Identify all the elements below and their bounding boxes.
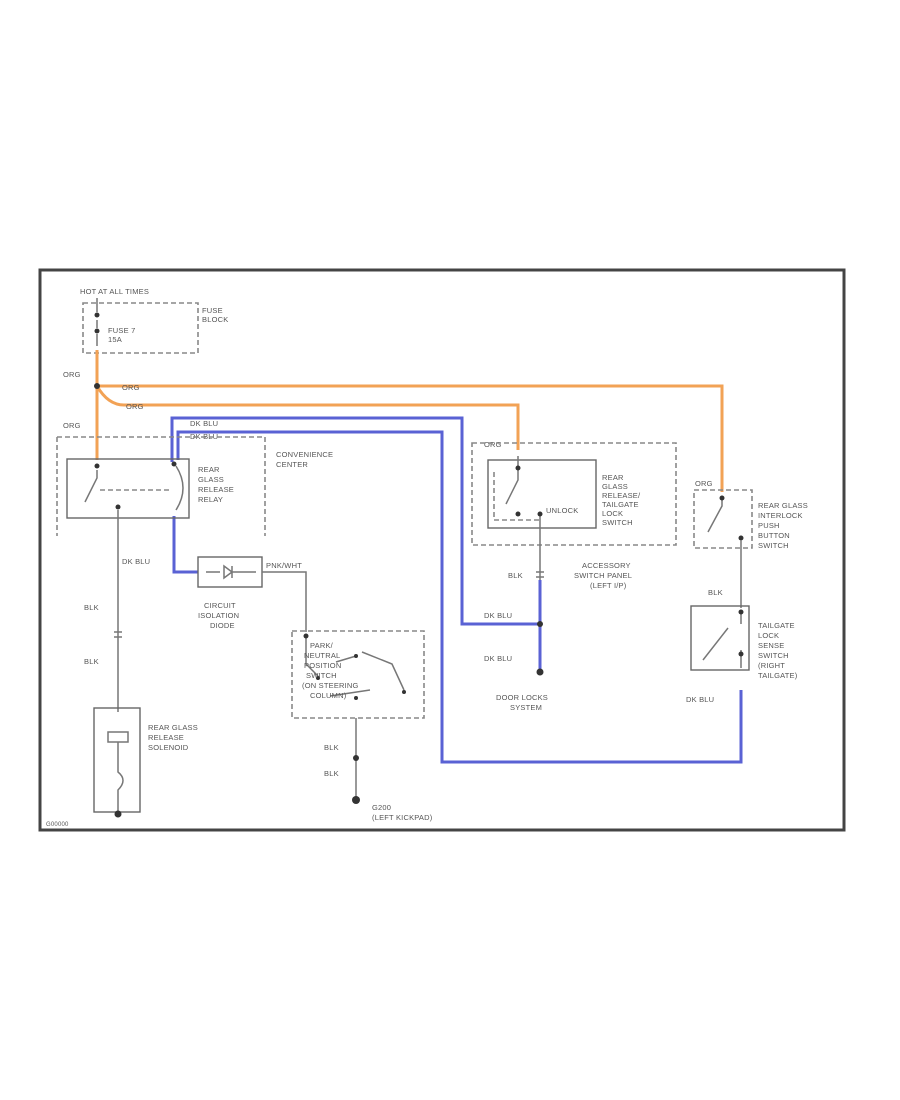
org-label-1: ORG — [63, 370, 81, 379]
fuse-label: FUSE 7 15A — [108, 326, 138, 344]
blue-wire-to-diode — [172, 516, 198, 574]
solenoid-ground-terminal — [114, 810, 122, 818]
solenoid-box — [93, 707, 141, 813]
ground-label: G200 (LEFT KICKPAD) — [372, 803, 433, 822]
blue-wire-to-door-locks — [170, 416, 540, 626]
blk-label-2: BLK — [84, 657, 99, 666]
org-label-4: ORG — [63, 421, 81, 430]
interlock-switch-box — [693, 489, 753, 549]
accessory-panel-label: ACCESSORY SWITCH PANEL (LEFT I/P) — [574, 561, 634, 590]
lock-switch-contacts — [505, 456, 541, 580]
interlock-terminal-1 — [719, 495, 725, 501]
lock-switch-terminal-3 — [537, 511, 543, 517]
convenience-center-boundary — [56, 436, 266, 536]
blue-wire-to-tailgate — [176, 430, 743, 764]
blk-label-3: BLK — [324, 743, 339, 752]
blk-label-4: BLK — [324, 769, 339, 778]
lock-switch-terminal-2 — [515, 511, 521, 517]
orange-wire-to-lock-switch — [95, 385, 520, 450]
fuse-block-label: FUSE BLOCK — [202, 306, 228, 324]
diode-symbol — [206, 564, 256, 580]
solenoid-plunger — [117, 742, 124, 812]
tailgate-switch-contacts — [702, 612, 742, 668]
park-switch-terminal-5 — [354, 696, 358, 700]
relay-box — [66, 458, 190, 519]
diagram-frame — [38, 268, 846, 832]
tailgate-switch-box — [690, 605, 750, 671]
relay-switch-blade — [84, 470, 98, 503]
park-switch-terminal-2 — [316, 676, 320, 680]
relay-terminal-2 — [171, 461, 177, 467]
park-switch-contacts — [305, 636, 405, 697]
accessory-panel-box — [471, 442, 677, 546]
hot-at-all-times-label: HOT AT ALL TIMES — [80, 287, 149, 296]
diode-label: CIRCUIT ISOLATION DIODE — [198, 601, 242, 630]
interlock-terminal-2 — [738, 535, 744, 541]
org-label-3: ORG — [126, 402, 144, 411]
interlock-switch-contacts — [707, 496, 723, 533]
figure-id: G00000 — [46, 822, 69, 828]
lock-switch-splice — [537, 621, 543, 627]
relay-coil — [175, 465, 184, 511]
solenoid-coil-symbol — [107, 731, 129, 743]
fuse-terminal-top — [94, 312, 100, 318]
park-switch-terminal-3 — [354, 654, 358, 658]
splice-blk — [353, 755, 359, 761]
unlock-label: UNLOCK — [546, 506, 578, 515]
org-label-6: ORG — [695, 479, 713, 488]
blk-label-1: BLK — [84, 603, 99, 612]
door-locks-label: DOOR LOCKS SYSTEM — [496, 693, 550, 712]
park-switch-terminal-1 — [303, 633, 309, 639]
dk-blu-label-6: DK BLU — [686, 695, 714, 704]
park-switch-box — [291, 630, 425, 719]
fuse-block-box — [82, 302, 199, 354]
dk-blu-label-3: DK BLU — [122, 557, 150, 566]
lock-switch-link — [493, 472, 540, 521]
tailgate-terminal-2 — [738, 651, 744, 657]
park-switch-terminal-4 — [402, 690, 406, 694]
dk-blu-label-1: DK BLU — [190, 419, 218, 428]
ground-g200 — [352, 796, 360, 804]
door-locks-terminal — [536, 668, 544, 676]
relay-terminal-3 — [115, 504, 121, 510]
pnk-wht-label: PNK/WHT — [266, 561, 302, 570]
blk-label-6: BLK — [708, 588, 723, 597]
tailgate-switch-label: TAILGATE LOCK SENSE SWITCH (RIGHT TAILGA… — [758, 621, 798, 680]
org-label-5: ORG — [484, 440, 502, 449]
interlock-switch-label: REAR GLASS INTERLOCK PUSH BUTTON SWITCH — [758, 501, 810, 550]
blk-wire-connector — [114, 631, 122, 638]
blk-label-5: BLK — [508, 571, 523, 580]
convenience-center-label: CONVENIENCE CENTER — [276, 450, 336, 469]
dk-blu-label-5: DK BLU — [484, 654, 512, 663]
lock-switch-box — [487, 459, 597, 529]
pnk-wht-wire — [262, 571, 307, 632]
relay-label: REAR GLASS RELEASE RELAY — [198, 465, 236, 504]
lock-switch-terminal-1 — [515, 465, 521, 471]
dk-blu-label-4: DK BLU — [484, 611, 512, 620]
blk-wire-connector-2 — [536, 571, 544, 578]
solenoid-label: REAR GLASS RELEASE SOLENOID — [148, 723, 200, 752]
lock-switch-label: REAR GLASS RELEASE/ TAILGATE LOCK SWITCH — [602, 473, 643, 527]
orange-wire-to-interlock — [97, 384, 724, 492]
park-switch-label: PARK/ NEUTRAL POSITION SWITCH (ON STEERI… — [302, 641, 361, 700]
tailgate-terminal-1 — [738, 609, 744, 615]
relay-terminal-1 — [94, 463, 100, 469]
fuse-terminal-bottom — [94, 328, 100, 334]
splice-org — [94, 383, 100, 389]
org-label-2: ORG — [122, 383, 140, 392]
